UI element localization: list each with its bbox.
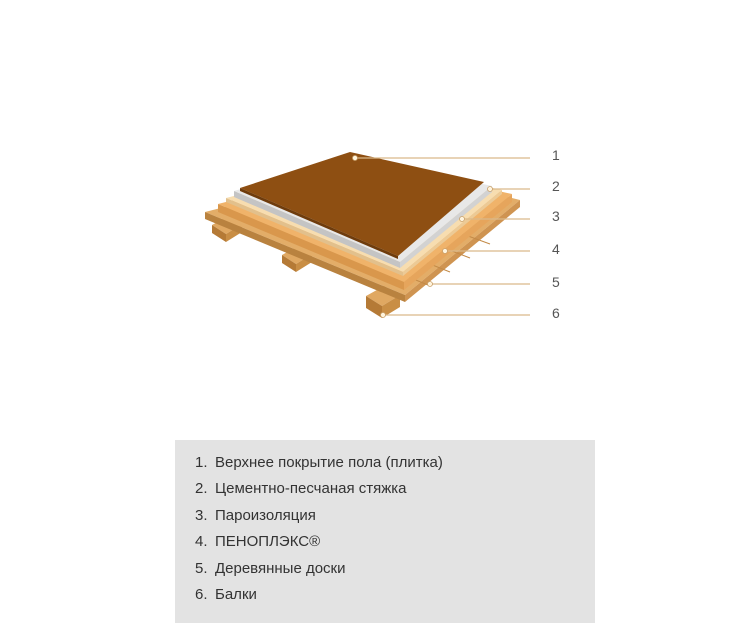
legend-item-text: Цементно-песчаная стяжка xyxy=(215,480,407,498)
legend-item-text: ПЕНОПЛЭКС® xyxy=(215,533,321,551)
legend-item-number: 1. xyxy=(195,454,208,471)
legend-item-number: 5. xyxy=(195,559,208,577)
legend-item: 6. Балки xyxy=(195,586,443,612)
callout-number-3: 3 xyxy=(552,208,560,224)
legend-list: 1. Верхнее покрытие пола (плитка) 2. Цем… xyxy=(195,454,443,612)
legend-item: 3. Пароизоляция xyxy=(195,507,443,533)
legend-item-text: Пароизоляция xyxy=(215,506,316,524)
legend-item-number: 4. xyxy=(195,533,208,551)
callout-leaders xyxy=(352,155,530,318)
legend-panel: 1. Верхнее покрытие пола (плитка) 2. Цем… xyxy=(175,440,595,623)
callout-number-5: 5 xyxy=(552,274,560,290)
callout-number-4: 4 xyxy=(552,241,560,257)
legend-item-text: Верхнее покрытие пола (плитка) xyxy=(215,454,443,471)
legend-item: 2. Цементно-песчаная стяжка xyxy=(195,480,443,506)
callout-numbers: 1 2 3 4 5 6 xyxy=(552,147,560,321)
legend-item: 4. ПЕНОПЛЭКС® xyxy=(195,533,443,559)
legend-item-text: Деревянные доски xyxy=(215,559,346,577)
legend-item: 1. Верхнее покрытие пола (плитка) xyxy=(195,454,443,480)
legend-item-number: 3. xyxy=(195,506,208,524)
legend-item-number: 2. xyxy=(195,480,208,498)
callout-number-6: 6 xyxy=(552,305,560,321)
legend-item-text: Балки xyxy=(215,585,257,603)
tile-covering xyxy=(240,152,484,259)
callout-number-2: 2 xyxy=(552,178,560,194)
legend-item-number: 6. xyxy=(195,585,208,603)
callout-number-1: 1 xyxy=(552,147,560,163)
legend-item: 5. Деревянные доски xyxy=(195,560,443,586)
